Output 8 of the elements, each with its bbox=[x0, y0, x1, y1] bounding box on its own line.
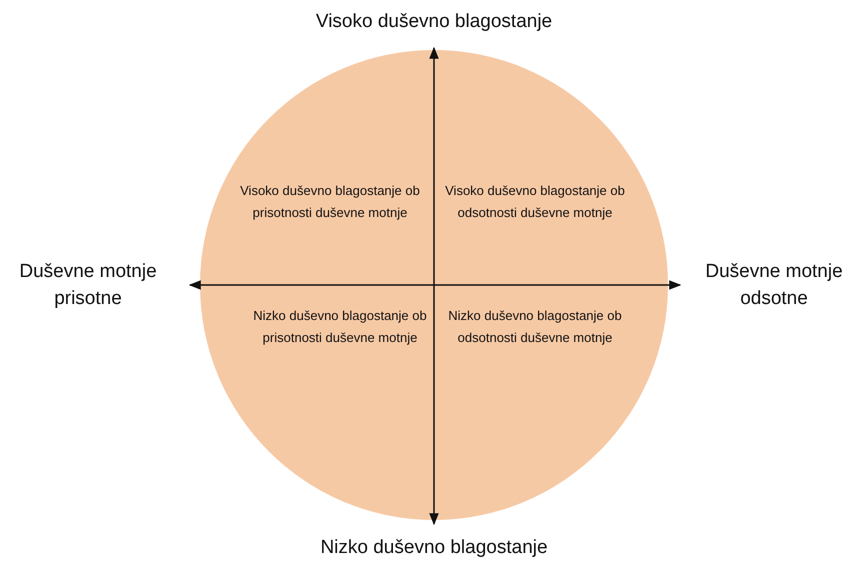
axis-label: Nizko duševno blagostanje bbox=[319, 536, 549, 560]
axis-label: Duševne motnje prisotne bbox=[18, 260, 158, 311]
axis-label: Duševne motnje odsotne bbox=[704, 260, 844, 311]
quadrant-text: Visoko duševno blagostanje ob odsotnosti duševne motnje bbox=[444, 182, 626, 222]
axis-label: Visoko duševno blagostanje bbox=[314, 10, 554, 34]
quadrant-text: Nizko duševno blagostanje ob prisotnosti duševne motnje bbox=[252, 307, 428, 347]
quadrant-text: Nizko duševno blagostanje ob odsotnosti duševne motnje bbox=[447, 307, 623, 347]
quadrant-text: Visoko duševno blagostanje ob prisotnosti duševne motnje bbox=[239, 182, 421, 222]
